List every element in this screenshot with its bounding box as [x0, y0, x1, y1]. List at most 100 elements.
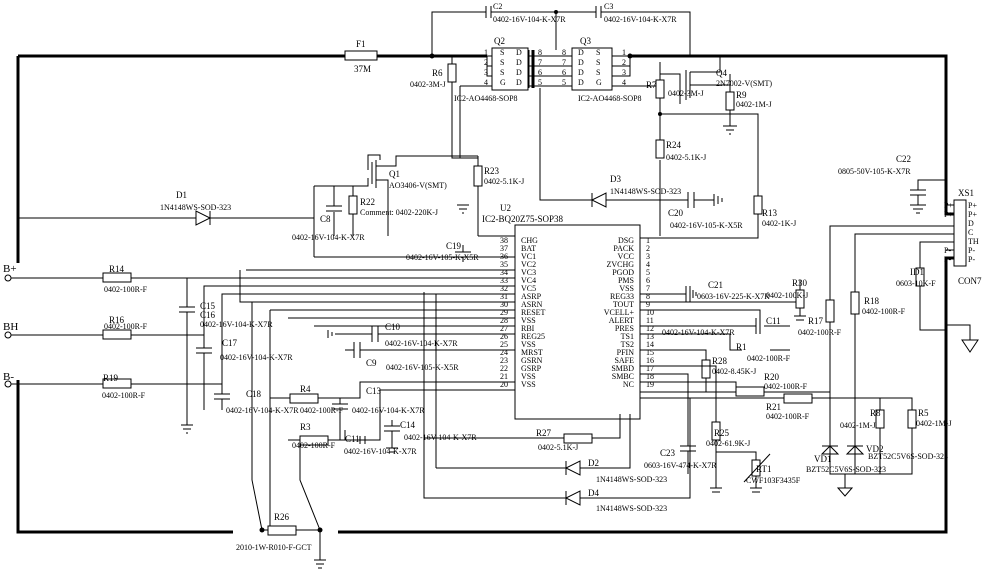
- r23-value: 0402-5.1K-J: [484, 177, 524, 186]
- c13-value: 0402-16V-104-K-X7R: [352, 406, 425, 415]
- u2-pin-name: REG33: [610, 292, 634, 301]
- resistor-r20: R20 0402-100R-F: [640, 372, 830, 397]
- u2-pin-name: SAFE: [614, 356, 634, 365]
- c15-ref: C15: [200, 301, 216, 311]
- capacitor-c11-left: C11 0402-16V-104-K-X7R: [344, 430, 417, 456]
- zener-vd2: VD2 BZT52C5V6S-SOD-323: [845, 444, 948, 474]
- u2-pin-name: VCC: [618, 252, 634, 261]
- svg-text:3: 3: [622, 68, 626, 77]
- id1-value: 0603-10K-F: [896, 279, 936, 288]
- c17-ref: C17: [222, 338, 238, 348]
- u2-pin-number: 22: [500, 364, 508, 373]
- c11b-value: 0402-16V-104-K-X7R: [662, 328, 735, 337]
- r22-value: Comment: 0402-220K-J: [360, 208, 438, 217]
- u2-pin-name: ASRP: [521, 292, 542, 301]
- c19-ref: C19: [446, 241, 462, 251]
- u2-pin-name: GSRN: [521, 356, 543, 365]
- connector-xs1: XS1 CON7 P+ P+ D C TH P- P- P+ P+ P- P-: [829, 140, 982, 448]
- svg-text:2: 2: [484, 58, 488, 67]
- r19-ref: R19: [103, 373, 119, 383]
- q1-part: AO3406-V(SMT): [389, 181, 447, 190]
- u2-pin-name: VC5: [521, 284, 536, 293]
- mosfet-q1: Q1 AO3406-V(SMT): [313, 154, 478, 257]
- u2-pin-number: 34: [500, 268, 508, 277]
- resistor-r28: R28 0402-8.45K-J: [640, 349, 756, 392]
- c21-ref: C21: [708, 280, 723, 290]
- u2-pin-number: 6: [646, 276, 650, 285]
- u2-pin-name: RESET: [521, 308, 546, 317]
- u2-pin-name: BAT: [521, 244, 536, 253]
- u2-pin-number: 1: [646, 236, 650, 245]
- c16-ref: C16: [200, 310, 216, 320]
- u2-part: IC2-BQ20Z75-SOP38: [482, 214, 564, 224]
- svg-text:D: D: [578, 58, 584, 67]
- r27-ref: R27: [536, 428, 552, 438]
- u2-pin-number: 24: [500, 348, 508, 357]
- r21-value: 0402-100R-F: [766, 412, 810, 421]
- r20-value: 0402-100R-F: [764, 382, 808, 391]
- svg-text:D: D: [516, 48, 522, 57]
- r30-value: 0402-100K-J: [766, 291, 808, 300]
- r24-value: 0402-5.1K-J: [666, 153, 706, 162]
- port-bh: BH: [3, 321, 18, 333]
- capacitor-c20: C20 0402-16V-105-K-X5R: [660, 192, 743, 230]
- resistor-r23: R23 0402-5.1K-J: [473, 156, 524, 237]
- svg-text:5: 5: [562, 78, 566, 87]
- resistor-r8: R8 0402-1M-J: [840, 398, 885, 475]
- resistor-r7: R7 0402-3M-J: [646, 79, 704, 99]
- u2-pin-name: NC: [623, 380, 634, 389]
- capacitor-c13: C13 0402-16V-104-K-X7R: [332, 386, 425, 440]
- u2-pin-number: 35: [500, 260, 508, 269]
- ground-symbol: [457, 204, 469, 214]
- vd1-ref: VD1: [814, 454, 832, 464]
- port-bplus: B+: [3, 263, 17, 275]
- r1-ref: R1: [736, 342, 747, 352]
- resistor-r14: R14 0402-100R-F B+: [3, 263, 515, 294]
- c20-ref: C20: [668, 208, 684, 218]
- svg-text:D: D: [578, 78, 584, 87]
- resistor-r30: R30 0402-100K-J: [766, 278, 808, 321]
- c2-ref: C2: [493, 2, 502, 11]
- r27-value: 0402-5.1K-J: [538, 443, 578, 452]
- c21-value: 0603-16V-225-K-X7R: [697, 292, 770, 301]
- r21-ref: R21: [766, 402, 781, 412]
- ground-symbol: [946, 324, 979, 353]
- r5-value: 0402-1M-J: [916, 419, 952, 428]
- r18-ref: R18: [864, 296, 880, 306]
- u2-pin-name: VSS: [521, 380, 536, 389]
- vd2-ref: VD2: [866, 444, 884, 454]
- q3-pin-labels: 8 7 6 5 D D D D S S S G 1 2 3 4: [562, 48, 626, 87]
- u2-pin-number: 33: [500, 276, 508, 285]
- q2-pin-labels: 1 2 3 4 S S S G D D D D 8 7 6 5: [484, 48, 542, 87]
- svg-text:4: 4: [484, 78, 488, 87]
- c11a-ref: C11: [345, 434, 360, 444]
- r25-ref: R25: [714, 428, 730, 438]
- capacitor-c10: C10 0402-16V-104-K-X7R: [327, 322, 515, 348]
- u2-pin-number: 16: [646, 356, 654, 365]
- c10-value: 0402-16V-104-K-X7R: [385, 339, 458, 348]
- capacitor-c15: C15 0402-16V-104-K-X7R: [179, 278, 273, 434]
- svg-text:6: 6: [562, 68, 566, 77]
- zener-vd1: VD1 BZT52C5V6S-SOD-323: [806, 445, 886, 497]
- u2-pin-number: 31: [500, 292, 508, 301]
- u2-pin-name: TOUT: [613, 300, 634, 309]
- r14-value: 0402-100R-F: [104, 285, 148, 294]
- q2-part: IC2-AO4468-SOP8: [454, 94, 518, 103]
- f1-value: 37M: [354, 64, 371, 74]
- c23-value: 0603-16V-474-K-X7R: [644, 461, 717, 470]
- d1-value: 1N4148WS-SOD-323: [160, 203, 231, 212]
- u2-pin-number: 26: [500, 332, 508, 341]
- u2-pin-number: 27: [500, 324, 508, 333]
- r28-value: 0402-8.45K-J: [712, 367, 756, 376]
- id1-ref: ID1: [910, 267, 924, 277]
- c8-ref: C8: [320, 214, 331, 224]
- u2-pin-number: 14: [646, 340, 654, 349]
- diode-d2: D2 1N4148WS-SOD-323: [436, 414, 667, 484]
- svg-text:D: D: [578, 48, 584, 57]
- r13-ref: R13: [762, 208, 778, 218]
- u2-pin-number: 25: [500, 340, 508, 349]
- u2-pin-name: VCELL+: [604, 308, 635, 317]
- r19-value: 0402-100R-F: [102, 391, 146, 400]
- r3-ref: R3: [300, 422, 311, 432]
